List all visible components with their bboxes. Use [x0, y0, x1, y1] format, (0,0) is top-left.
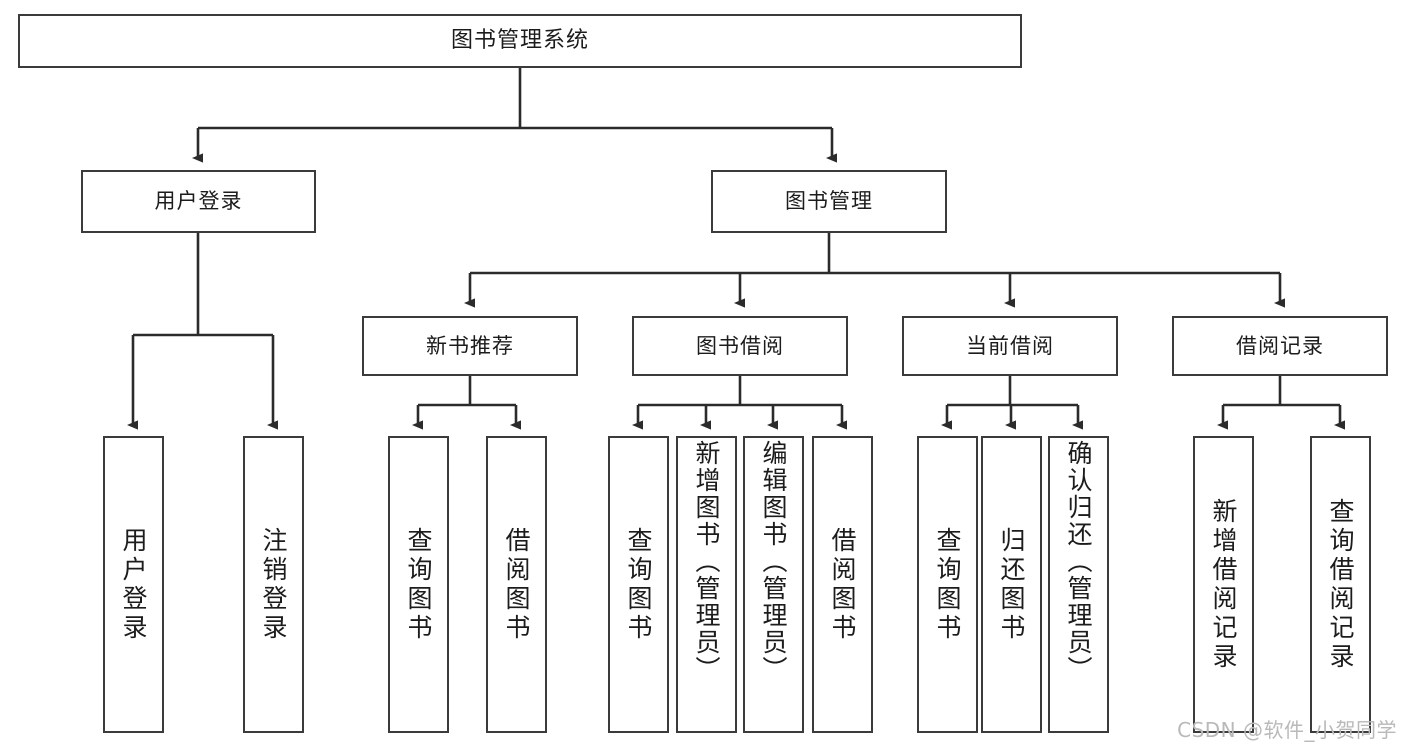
- node-book-borrowing[interactable]: 图书借阅: [632, 316, 848, 376]
- node-current-borrowing[interactable]: 当前借阅: [902, 316, 1118, 376]
- leaf-borrowing-add-book-admin[interactable]: 新增图书（管理员）: [676, 436, 737, 733]
- leaf-current-return-book-label: 归还图书: [997, 526, 1026, 643]
- leaf-recommend-query-book-label: 查询图书: [404, 526, 433, 643]
- node-book-borrowing-label: 图书借阅: [696, 333, 784, 358]
- node-user-login[interactable]: 用户登录: [81, 170, 316, 233]
- leaf-current-query-book[interactable]: 查询图书: [917, 436, 978, 733]
- node-new-book-recommendation-label: 新书推荐: [426, 333, 514, 358]
- leaf-record-add[interactable]: 新增借阅记录: [1193, 436, 1254, 733]
- leaf-user-login-label: 用户登录: [119, 526, 148, 643]
- leaf-borrowing-lend-book-label: 借阅图书: [828, 526, 857, 643]
- node-borrowing-record-label: 借阅记录: [1236, 333, 1324, 358]
- node-current-borrowing-label: 当前借阅: [966, 333, 1054, 358]
- csdn-watermark: CSDN @软件_小贺同学: [1177, 718, 1397, 742]
- node-book-management[interactable]: 图书管理: [711, 170, 947, 233]
- node-borrowing-record[interactable]: 借阅记录: [1172, 316, 1388, 376]
- leaf-current-confirm-return-admin-label: 确认归还（管理员）: [1064, 440, 1093, 683]
- leaf-record-query[interactable]: 查询借阅记录: [1310, 436, 1371, 733]
- leaf-borrowing-query-book[interactable]: 查询图书: [608, 436, 669, 733]
- leaf-user-login[interactable]: 用户登录: [103, 436, 164, 733]
- leaf-current-query-book-label: 查询图书: [933, 526, 962, 643]
- leaf-borrowing-edit-book-admin[interactable]: 编辑图书（管理员）: [743, 436, 804, 733]
- leaf-recommend-borrow-book-label: 借阅图书: [502, 526, 531, 643]
- node-book-management-label: 图书管理: [785, 189, 873, 214]
- leaf-borrowing-lend-book[interactable]: 借阅图书: [812, 436, 873, 733]
- leaf-borrowing-add-book-admin-label: 新增图书（管理员）: [692, 440, 721, 683]
- node-root[interactable]: 图书管理系统: [18, 14, 1022, 68]
- leaf-borrowing-edit-book-admin-label: 编辑图书（管理员）: [759, 440, 788, 683]
- node-user-login-label: 用户登录: [154, 189, 243, 214]
- leaf-record-add-label: 新增借阅记录: [1209, 497, 1238, 672]
- leaf-recommend-borrow-book[interactable]: 借阅图书: [486, 436, 547, 733]
- leaf-borrowing-query-book-label: 查询图书: [624, 526, 653, 643]
- leaf-current-confirm-return-admin[interactable]: 确认归还（管理员）: [1048, 436, 1109, 733]
- node-new-book-recommendation[interactable]: 新书推荐: [362, 316, 578, 376]
- leaf-user-logout[interactable]: 注销登录: [243, 436, 304, 733]
- leaf-record-query-label: 查询借阅记录: [1326, 497, 1355, 672]
- leaf-user-logout-label: 注销登录: [259, 526, 288, 643]
- leaf-current-return-book[interactable]: 归还图书: [981, 436, 1042, 733]
- leaf-recommend-query-book[interactable]: 查询图书: [388, 436, 449, 733]
- node-root-label: 图书管理系统: [450, 28, 589, 54]
